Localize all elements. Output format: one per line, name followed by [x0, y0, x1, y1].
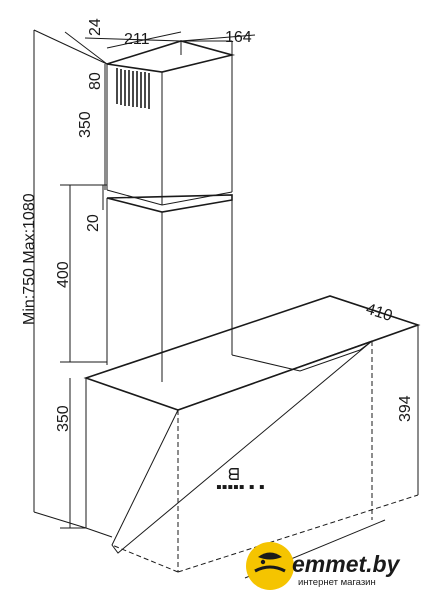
dim-chimney-width: 211 — [124, 31, 150, 48]
hood-body — [83, 295, 421, 573]
dim-hood-depth: 410 — [364, 301, 395, 325]
dim-vent-height: 80 — [87, 72, 104, 90]
dim-lower-chimney: 400 — [55, 261, 72, 288]
dim-total-height: Min:750 Max:1080 — [21, 193, 38, 325]
upper-chimney — [106, 40, 236, 206]
dim-top-depth: 24 — [87, 18, 104, 36]
dim-upper-chimney: 350 — [77, 111, 94, 138]
panel-brand: ᗺ — [228, 467, 240, 484]
dim-chimney-depth: 164 — [225, 29, 252, 46]
vent-slots — [116, 68, 150, 109]
logo-tagline: интернет магазин — [298, 577, 376, 588]
emmet-logo: emmet.by интернет магазин — [246, 542, 401, 590]
dim-hood-side: 394 — [397, 395, 414, 422]
dim-overlap: 20 — [85, 214, 102, 232]
logo-brand: emmet.by — [292, 551, 401, 577]
control-panel: ᗺ ▪▪▪▪▪ ▪ ▪ — [216, 467, 265, 496]
lower-chimney — [106, 194, 233, 382]
dimension-lines — [33, 29, 419, 579]
dimension-labels: 24 211 164 80 350 20 400 Min:750 Max:108… — [21, 18, 414, 432]
panel-buttons: ▪▪▪▪▪ ▪ ▪ — [216, 479, 265, 496]
dim-hood-height: 350 — [55, 405, 72, 432]
